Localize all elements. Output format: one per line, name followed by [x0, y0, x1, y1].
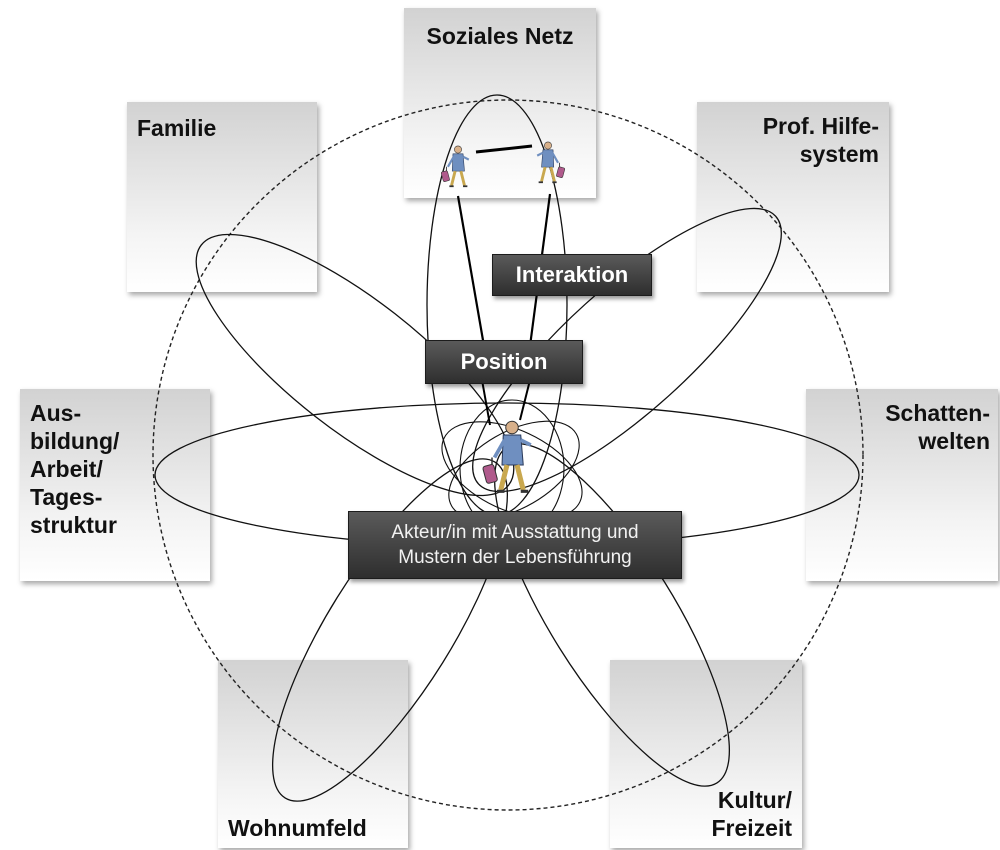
interaktion-label: Interaktion	[492, 254, 652, 296]
network-link-line	[475, 144, 533, 154]
orbit-kultur	[493, 443, 731, 787]
domain-familie-label: Familie	[137, 115, 217, 141]
domain-kultur-freizeit: Kultur/ Freizeit	[610, 660, 802, 848]
domain-ausbildung: Aus- bildung/ Arbeit/ Tages- struktur	[20, 389, 210, 581]
orbit-prof	[472, 207, 782, 493]
position-label: Position	[425, 340, 583, 384]
domain-wohnumfeld-label: Wohnumfeld	[228, 815, 367, 841]
orbit-wohnumfeld	[271, 458, 509, 802]
domain-soziales-netz: Soziales Netz	[404, 8, 596, 198]
orbit-familie	[195, 233, 515, 497]
outer-boundary-circle	[152, 99, 864, 811]
actor-link-left	[481, 379, 491, 426]
domain-wohnumfeld: Wohnumfeld	[218, 660, 408, 848]
network-figure-right-icon	[535, 140, 567, 184]
domain-prof-hilfesystem: Prof. Hilfe- system	[697, 102, 889, 292]
position-link-left	[456, 195, 486, 347]
actor-link-right	[519, 379, 531, 421]
domain-kultur-freizeit-label: Kultur/ Freizeit	[711, 787, 792, 841]
domain-prof-hilfesystem-label: Prof. Hilfe- system	[762, 113, 879, 167]
domain-ausbildung-label: Aus- bildung/ Arbeit/ Tages- struktur	[30, 400, 120, 538]
domain-soziales-netz-label: Soziales Netz	[426, 23, 574, 49]
domain-schattenwelten-label: Schatten- welten	[885, 400, 990, 454]
inner-orbit-2	[441, 421, 583, 519]
inner-orbit-3	[448, 420, 580, 520]
domain-schattenwelten: Schatten- welten	[806, 389, 998, 581]
domain-familie: Familie	[127, 102, 317, 292]
akteur-label: Akteur/in mit Ausstattung und Mustern de…	[348, 511, 682, 579]
